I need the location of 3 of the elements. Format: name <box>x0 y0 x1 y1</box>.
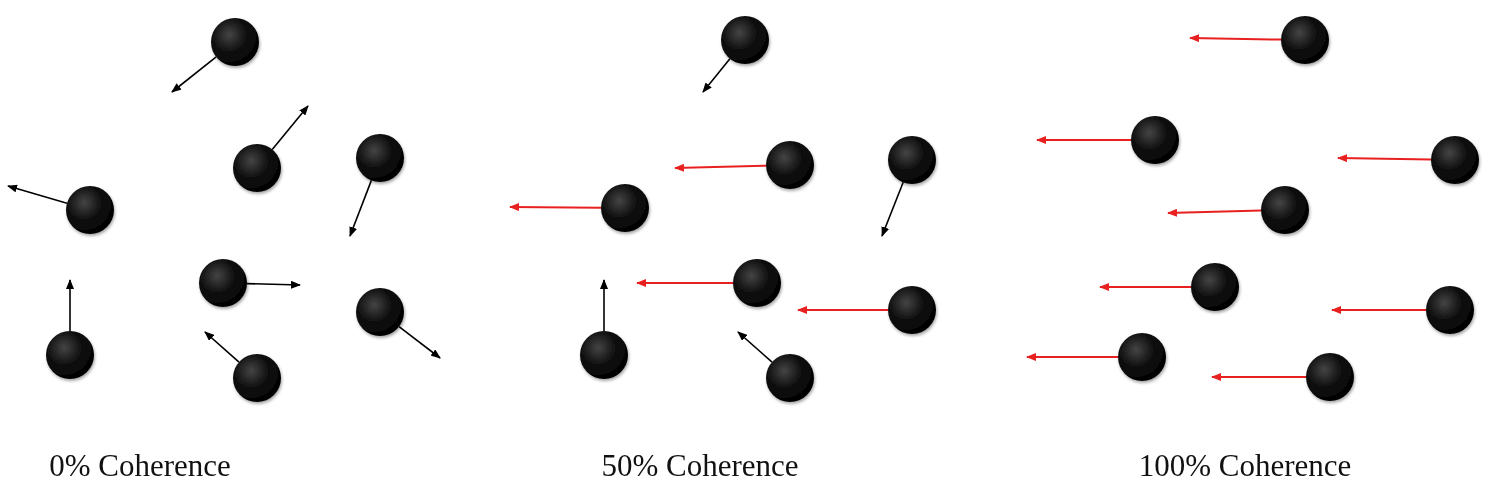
panel-caption: 0% Coherence <box>49 448 231 484</box>
panel-caption: 100% Coherence <box>1138 448 1352 484</box>
panel-caption: 50% Coherence <box>601 448 799 484</box>
